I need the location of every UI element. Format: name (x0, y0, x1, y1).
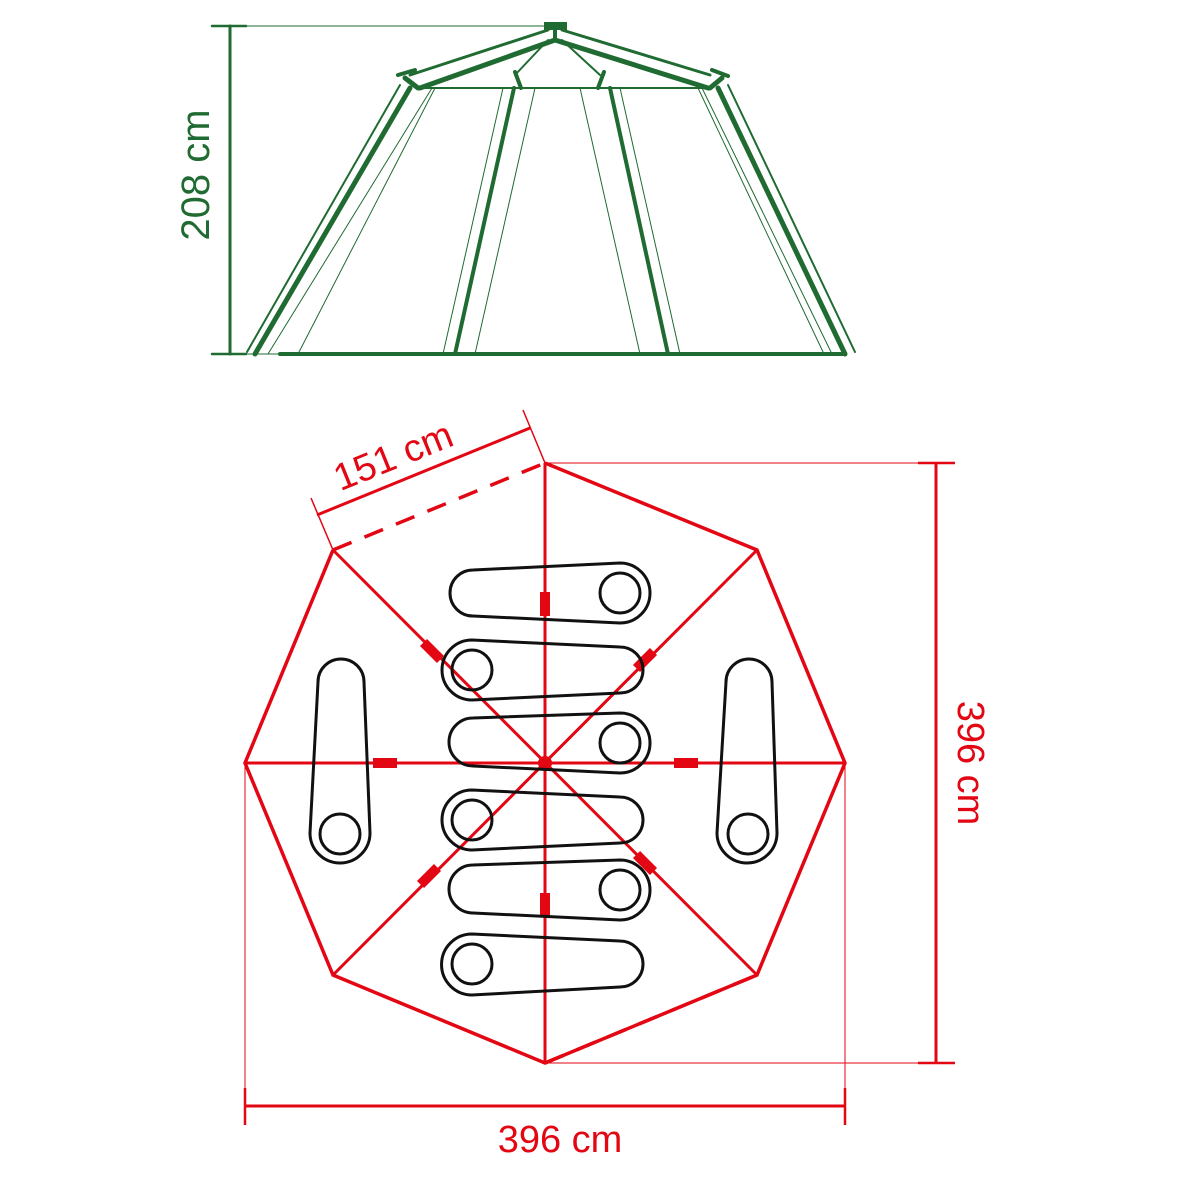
sleeping-bag-6 (440, 932, 645, 997)
width-dimension (243, 1088, 847, 1125)
door-edge-bottom (544, 973, 758, 1065)
center-hub (538, 756, 552, 770)
apex-hub (544, 22, 567, 30)
depth-label: 396 cm (949, 701, 991, 826)
side-elevation (210, 22, 856, 357)
floor-plan (243, 409, 955, 1125)
height-dimension (210, 24, 546, 356)
width-label: 396 cm (498, 1119, 623, 1161)
sleeping-bag-2 (440, 638, 645, 702)
sleeping-bag-5 (447, 858, 652, 922)
side-length-dimension (310, 409, 546, 551)
side-length-label: 151 cm (328, 414, 459, 500)
pole-connectors (373, 592, 698, 917)
height-label: 208 cm (174, 109, 218, 240)
sleeping-bag-7 (308, 657, 372, 865)
door-edge-top (332, 461, 546, 552)
sleeping-bags (308, 561, 779, 997)
depth-dimension (918, 461, 955, 1065)
sleeping-bag-8 (715, 657, 779, 865)
sleeping-bag-3 (447, 711, 652, 775)
sleeping-bag-4 (440, 788, 645, 852)
sleeping-bag-1 (448, 561, 652, 625)
